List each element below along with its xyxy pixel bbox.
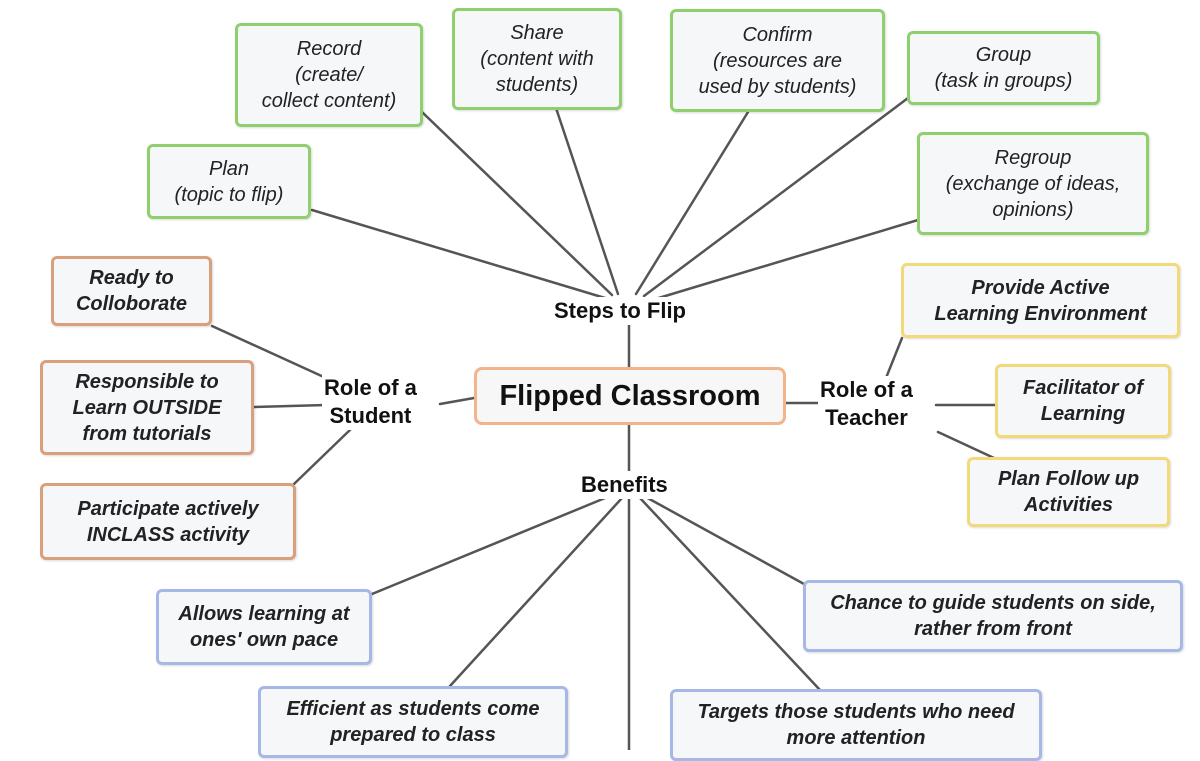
link-pace [370,494,612,596]
link-plan [310,208,607,300]
link-confirm [634,110,750,296]
step-record: Record (create/ collect content) [235,23,423,127]
hub-benefits: Benefits [579,471,670,499]
link-plan-follow [936,430,996,460]
link-participate [292,426,354,486]
link-responsible [252,403,328,409]
step-confirm: Confirm (resources are used by students) [670,9,885,112]
benefit-efficient-prepared: Efficient as students come prepared to c… [258,686,568,758]
link-efficient [448,496,624,688]
benefit-own-pace: Allows learning at ones' own pace [156,589,372,665]
link-record [420,110,614,297]
teacher-facilitator-of-learning: Facilitator of Learning [995,364,1171,438]
hub-role-of-student: Role of a Student [322,374,419,430]
teacher-plan-follow-up: Plan Follow up Activities [967,457,1170,527]
step-regroup: Regroup (exchange of ideas, opinions) [917,132,1149,235]
student-participate-actively: Participate actively INCLASS activity [40,483,296,560]
student-ready-to-colloborate: Ready to Colloborate [51,256,212,326]
step-group: Group (task in groups) [907,31,1100,105]
teacher-provide-active-learning: Provide Active Learning Environment [901,263,1180,338]
link-regroup [650,218,920,302]
link-ready [210,324,328,380]
step-share: Share (content with students) [452,8,622,110]
link-group [642,96,910,298]
hub-steps-to-flip: Steps to Flip [552,297,688,325]
link-share [554,106,620,296]
link-provide [884,336,904,380]
link-center-student [438,396,476,406]
link-guide [642,494,806,586]
hub-role-of-teacher: Role of a Teacher [818,376,915,432]
step-plan: Plan (topic to flip) [147,144,311,219]
link-targets [638,496,822,692]
benefit-guide-on-side: Chance to guide students on side, rather… [803,580,1183,652]
student-responsible-to-learn: Responsible to Learn OUTSIDE from tutori… [40,360,254,455]
benefit-targets-students: Targets those students who need more att… [670,689,1042,761]
center-node-flipped-classroom: Flipped Classroom [474,367,786,425]
